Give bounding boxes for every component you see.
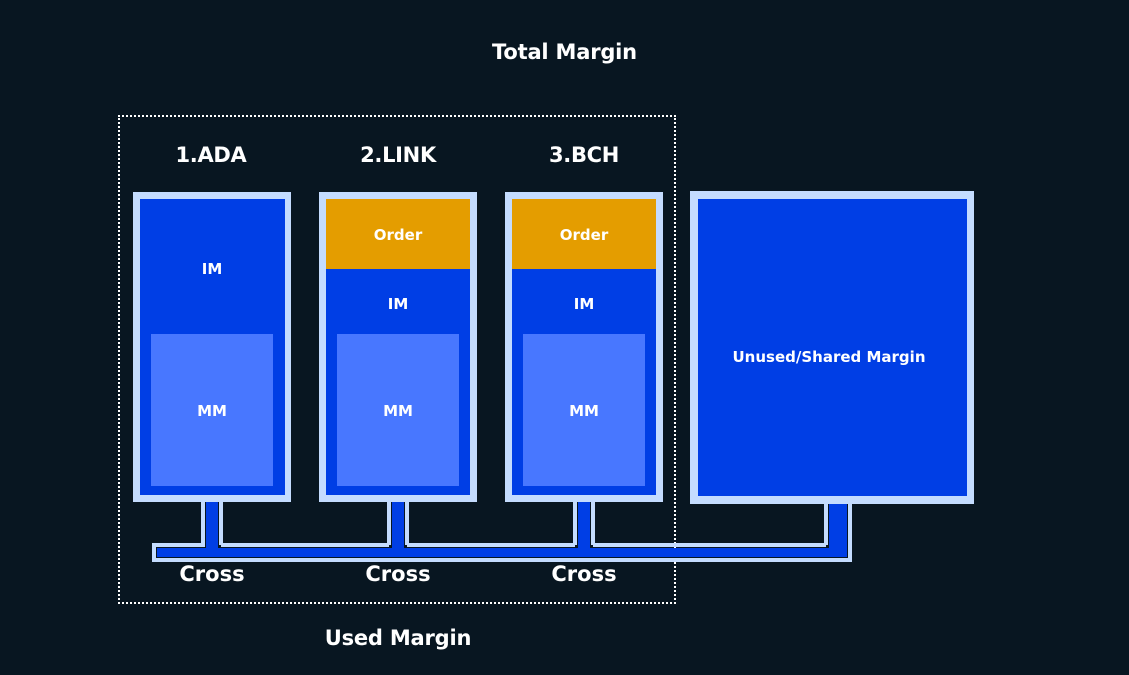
link-connector-fill — [392, 498, 404, 553]
shared-margin-card: Unused/Shared Margin — [690, 191, 974, 504]
used-margin-label: Used Margin — [324, 626, 472, 650]
bch-im-label: IM — [574, 295, 595, 313]
shared-margin-label: Unused/Shared Margin — [733, 348, 926, 366]
bch-order-area — [512, 199, 656, 269]
asset-card-bch: Order IM MM — [505, 192, 663, 502]
used-margin-boundary — [118, 115, 676, 604]
total-margin-title: Total Margin — [492, 40, 637, 64]
bch-mm-area — [523, 334, 645, 486]
link-order-area — [326, 199, 470, 269]
margin-flow-lines — [152, 498, 852, 562]
asset-label-ada: 1.ADA — [175, 143, 247, 167]
asset-card-link: Order IM MM — [319, 192, 477, 502]
shared-margin-area — [698, 199, 967, 496]
ada-mm-label: MM — [197, 402, 227, 420]
link-order-label: Order — [374, 226, 423, 244]
bch-connector-fill — [578, 498, 590, 553]
cross-label-bch: Cross — [551, 562, 617, 586]
cross-label-ada: Cross — [179, 562, 245, 586]
asset-card-ada: IM MM — [133, 192, 291, 502]
link-mm-area — [337, 334, 459, 486]
bch-mm-label: MM — [569, 402, 599, 420]
ada-im-label: IM — [202, 260, 223, 278]
ada-connector-fill — [206, 498, 218, 553]
link-mm-label: MM — [383, 402, 413, 420]
bch-order-label: Order — [560, 226, 609, 244]
bus-fill — [157, 548, 847, 557]
cross-label-link: Cross — [365, 562, 431, 586]
link-im-label: IM — [388, 295, 409, 313]
asset-label-bch: 3.BCH — [548, 143, 620, 167]
asset-label-link: 2.LINK — [360, 143, 436, 167]
ada-mm-area — [151, 334, 273, 486]
shared-connector-fill — [829, 498, 847, 553]
